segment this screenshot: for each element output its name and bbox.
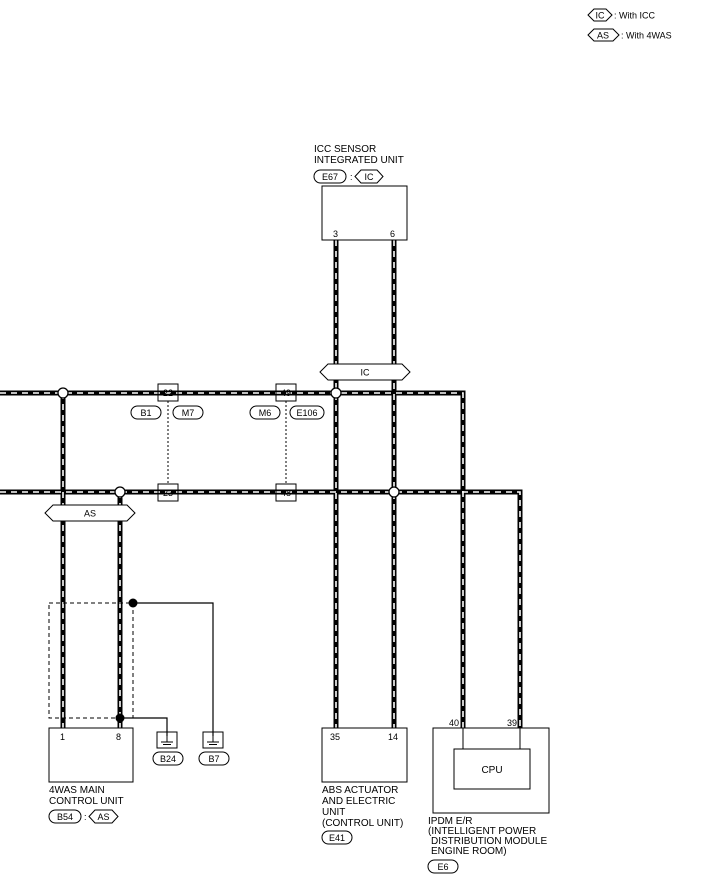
conn-m6: M6 bbox=[259, 408, 272, 418]
drain-wire-b24 bbox=[120, 717, 168, 736]
ipdm-pin-39: 39 bbox=[507, 718, 517, 728]
ipdm-title-line3: DISTRIBUTION MODULE bbox=[431, 836, 547, 847]
ipdm-connector: E6 bbox=[437, 862, 448, 872]
joint-22: 22 bbox=[163, 388, 173, 398]
wires-inner bbox=[0, 240, 521, 728]
joint-49: 49 bbox=[281, 388, 291, 398]
as-band: AS bbox=[44, 504, 136, 522]
ground-b24-oval bbox=[152, 751, 184, 766]
was-sep: : bbox=[84, 812, 87, 822]
conn-b1-oval bbox=[130, 405, 162, 420]
legend-ic-tag: IC bbox=[596, 11, 606, 21]
ipdm-title-line4: ENGINE ROOM) bbox=[431, 846, 507, 857]
ipdm-title-line2: (INTELLIGENT POWER bbox=[428, 826, 536, 837]
icc-tag-shape bbox=[354, 169, 384, 184]
legend-as-tag-shape bbox=[587, 28, 620, 42]
legend-ic-tag-shape bbox=[587, 8, 613, 22]
icc-title-line1: ICC SENSOR bbox=[314, 144, 376, 155]
was-box bbox=[48, 727, 134, 783]
was-connector: B54 bbox=[57, 812, 73, 822]
ipdm-pin-40: 40 bbox=[449, 718, 459, 728]
ipdm-connector-oval bbox=[427, 859, 459, 874]
was-pin-8: 8 bbox=[116, 732, 121, 742]
ic-band-label: IC bbox=[361, 368, 371, 378]
cpu-box bbox=[453, 748, 531, 790]
abs-title-line1: ABS ACTUATOR bbox=[322, 785, 398, 796]
abs-actuator-unit: 35 14 ABS ACTUATOR AND ELECTRIC UNIT (CO… bbox=[321, 727, 408, 845]
icc-box bbox=[321, 185, 408, 241]
ground-b7-symbol bbox=[202, 731, 224, 749]
conn-m7: M7 bbox=[182, 408, 195, 418]
was-tag: AS bbox=[97, 812, 109, 822]
was-connector-oval bbox=[48, 809, 82, 824]
icc-tag: IC bbox=[365, 172, 375, 182]
abs-connector-oval bbox=[321, 830, 353, 845]
ground-b7-oval bbox=[198, 751, 230, 766]
icc-pin-6: 6 bbox=[390, 229, 395, 239]
shield-wire-b7 bbox=[133, 602, 214, 736]
was-title-line2: CONTROL UNIT bbox=[49, 796, 124, 807]
ic-band-shape bbox=[319, 363, 411, 381]
conn-b1: B1 bbox=[140, 408, 151, 418]
4was-main-control-unit: 1 8 4WAS MAIN CONTROL UNIT B54 : AS bbox=[48, 727, 134, 824]
legend-as-text: : With 4WAS bbox=[621, 31, 672, 41]
conn-e106: E106 bbox=[296, 408, 317, 418]
ic-band: IC bbox=[319, 363, 411, 381]
abs-title-line3: UNIT bbox=[322, 807, 345, 818]
abs-title-line4: (CONTROL UNIT) bbox=[322, 818, 403, 829]
was-title-line1: 4WAS MAIN bbox=[49, 785, 105, 796]
splice-upper-icc bbox=[330, 387, 342, 399]
splices bbox=[57, 387, 400, 498]
conn-m7-oval bbox=[172, 405, 204, 420]
ground-b7: B7 bbox=[208, 754, 219, 764]
as-band-label: AS bbox=[84, 509, 96, 519]
icc-connector: E67 bbox=[322, 172, 338, 182]
shield-dot-upper bbox=[128, 598, 138, 608]
icc-title-line2: INTEGRATED UNIT bbox=[314, 155, 404, 166]
ground-b24: B24 bbox=[160, 754, 176, 764]
conn-e106-oval bbox=[289, 405, 325, 420]
icc-pin-3: 3 bbox=[333, 229, 338, 239]
abs-pin-35: 35 bbox=[330, 732, 340, 742]
abs-box bbox=[321, 727, 408, 783]
abs-title-line2: AND ELECTRIC bbox=[322, 796, 395, 807]
icc-sensor-unit: ICC SENSOR INTEGRATED UNIT E67 : IC 3 6 bbox=[313, 144, 408, 241]
joint-23-box bbox=[157, 483, 179, 502]
splice-upper-left bbox=[57, 387, 69, 399]
joint-connectors: 22 49 23 48 B1 M7 M6 E106 bbox=[130, 383, 325, 502]
abs-pin-14: 14 bbox=[388, 732, 398, 742]
shield-and-grounds: B24 B7 bbox=[48, 598, 230, 766]
legend-ic-text: : With ICC bbox=[614, 11, 656, 21]
abs-connector: E41 bbox=[329, 833, 345, 843]
wires-outer bbox=[0, 240, 523, 728]
icc-sep: : bbox=[350, 172, 353, 182]
bus-lower bbox=[0, 489, 523, 728]
joint-22-box bbox=[157, 383, 179, 402]
icc-connector-oval bbox=[313, 169, 347, 184]
shield-dot-lower bbox=[115, 713, 125, 723]
splice-lower-icc bbox=[388, 486, 400, 498]
ipdm-box bbox=[432, 727, 550, 814]
joint-48-box bbox=[275, 483, 297, 502]
joint-23: 23 bbox=[163, 488, 173, 498]
ipdm-title-line1: IPDM E/R bbox=[428, 816, 472, 827]
joint-48: 48 bbox=[281, 488, 291, 498]
ipdm-unit: 40 39 CPU IPDM E/R (INTELLIGENT POWER DI… bbox=[427, 718, 550, 874]
was-pin-1: 1 bbox=[60, 732, 65, 742]
as-band-shape bbox=[44, 504, 136, 522]
cpu-label: CPU bbox=[481, 765, 502, 776]
legend-as-tag: AS bbox=[597, 31, 609, 41]
joint-49-box bbox=[275, 383, 297, 402]
was-tag-shape bbox=[88, 809, 119, 824]
shield-dashed-box bbox=[48, 602, 134, 719]
conn-m6-oval bbox=[249, 405, 281, 420]
splice-lower-left bbox=[114, 486, 126, 498]
legend: IC : With ICC AS : With 4WAS bbox=[587, 8, 672, 42]
